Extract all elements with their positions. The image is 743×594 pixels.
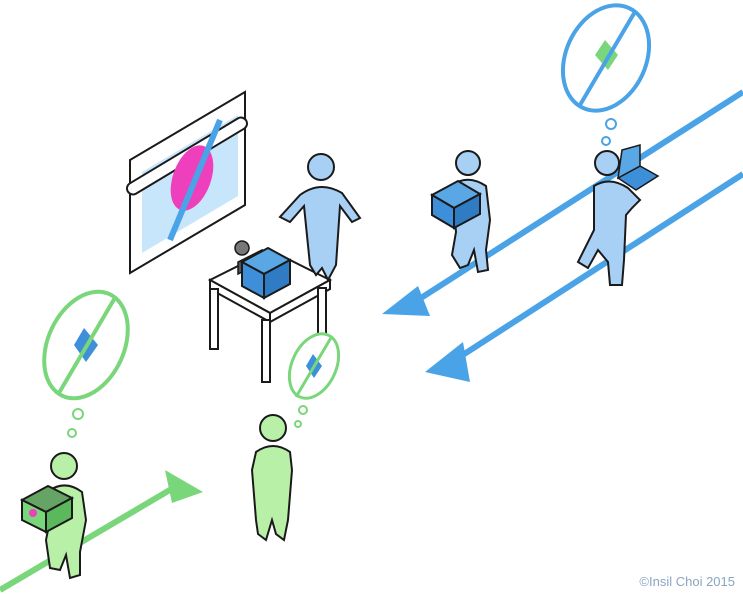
blue-arrow-lower [425, 171, 743, 382]
copyright-credit: ©Insil Choi 2015 [639, 574, 735, 589]
thought-bubble-green-left-icon [42, 289, 130, 438]
green-standing-person-icon [250, 414, 294, 542]
box-carrier-person-icon [429, 150, 492, 274]
laptop-person-icon [576, 144, 660, 286]
green-box-carrier-person-icon [19, 452, 88, 580]
presenter-person-icon [278, 153, 362, 283]
blue-arrow-upper [382, 89, 743, 316]
thought-bubble-blue-icon [560, 3, 652, 146]
projection-screen-icon [125, 90, 249, 275]
thought-bubble-green-middle-icon [287, 332, 341, 428]
projector-icon [234, 240, 293, 300]
green-arrow [0, 470, 203, 593]
